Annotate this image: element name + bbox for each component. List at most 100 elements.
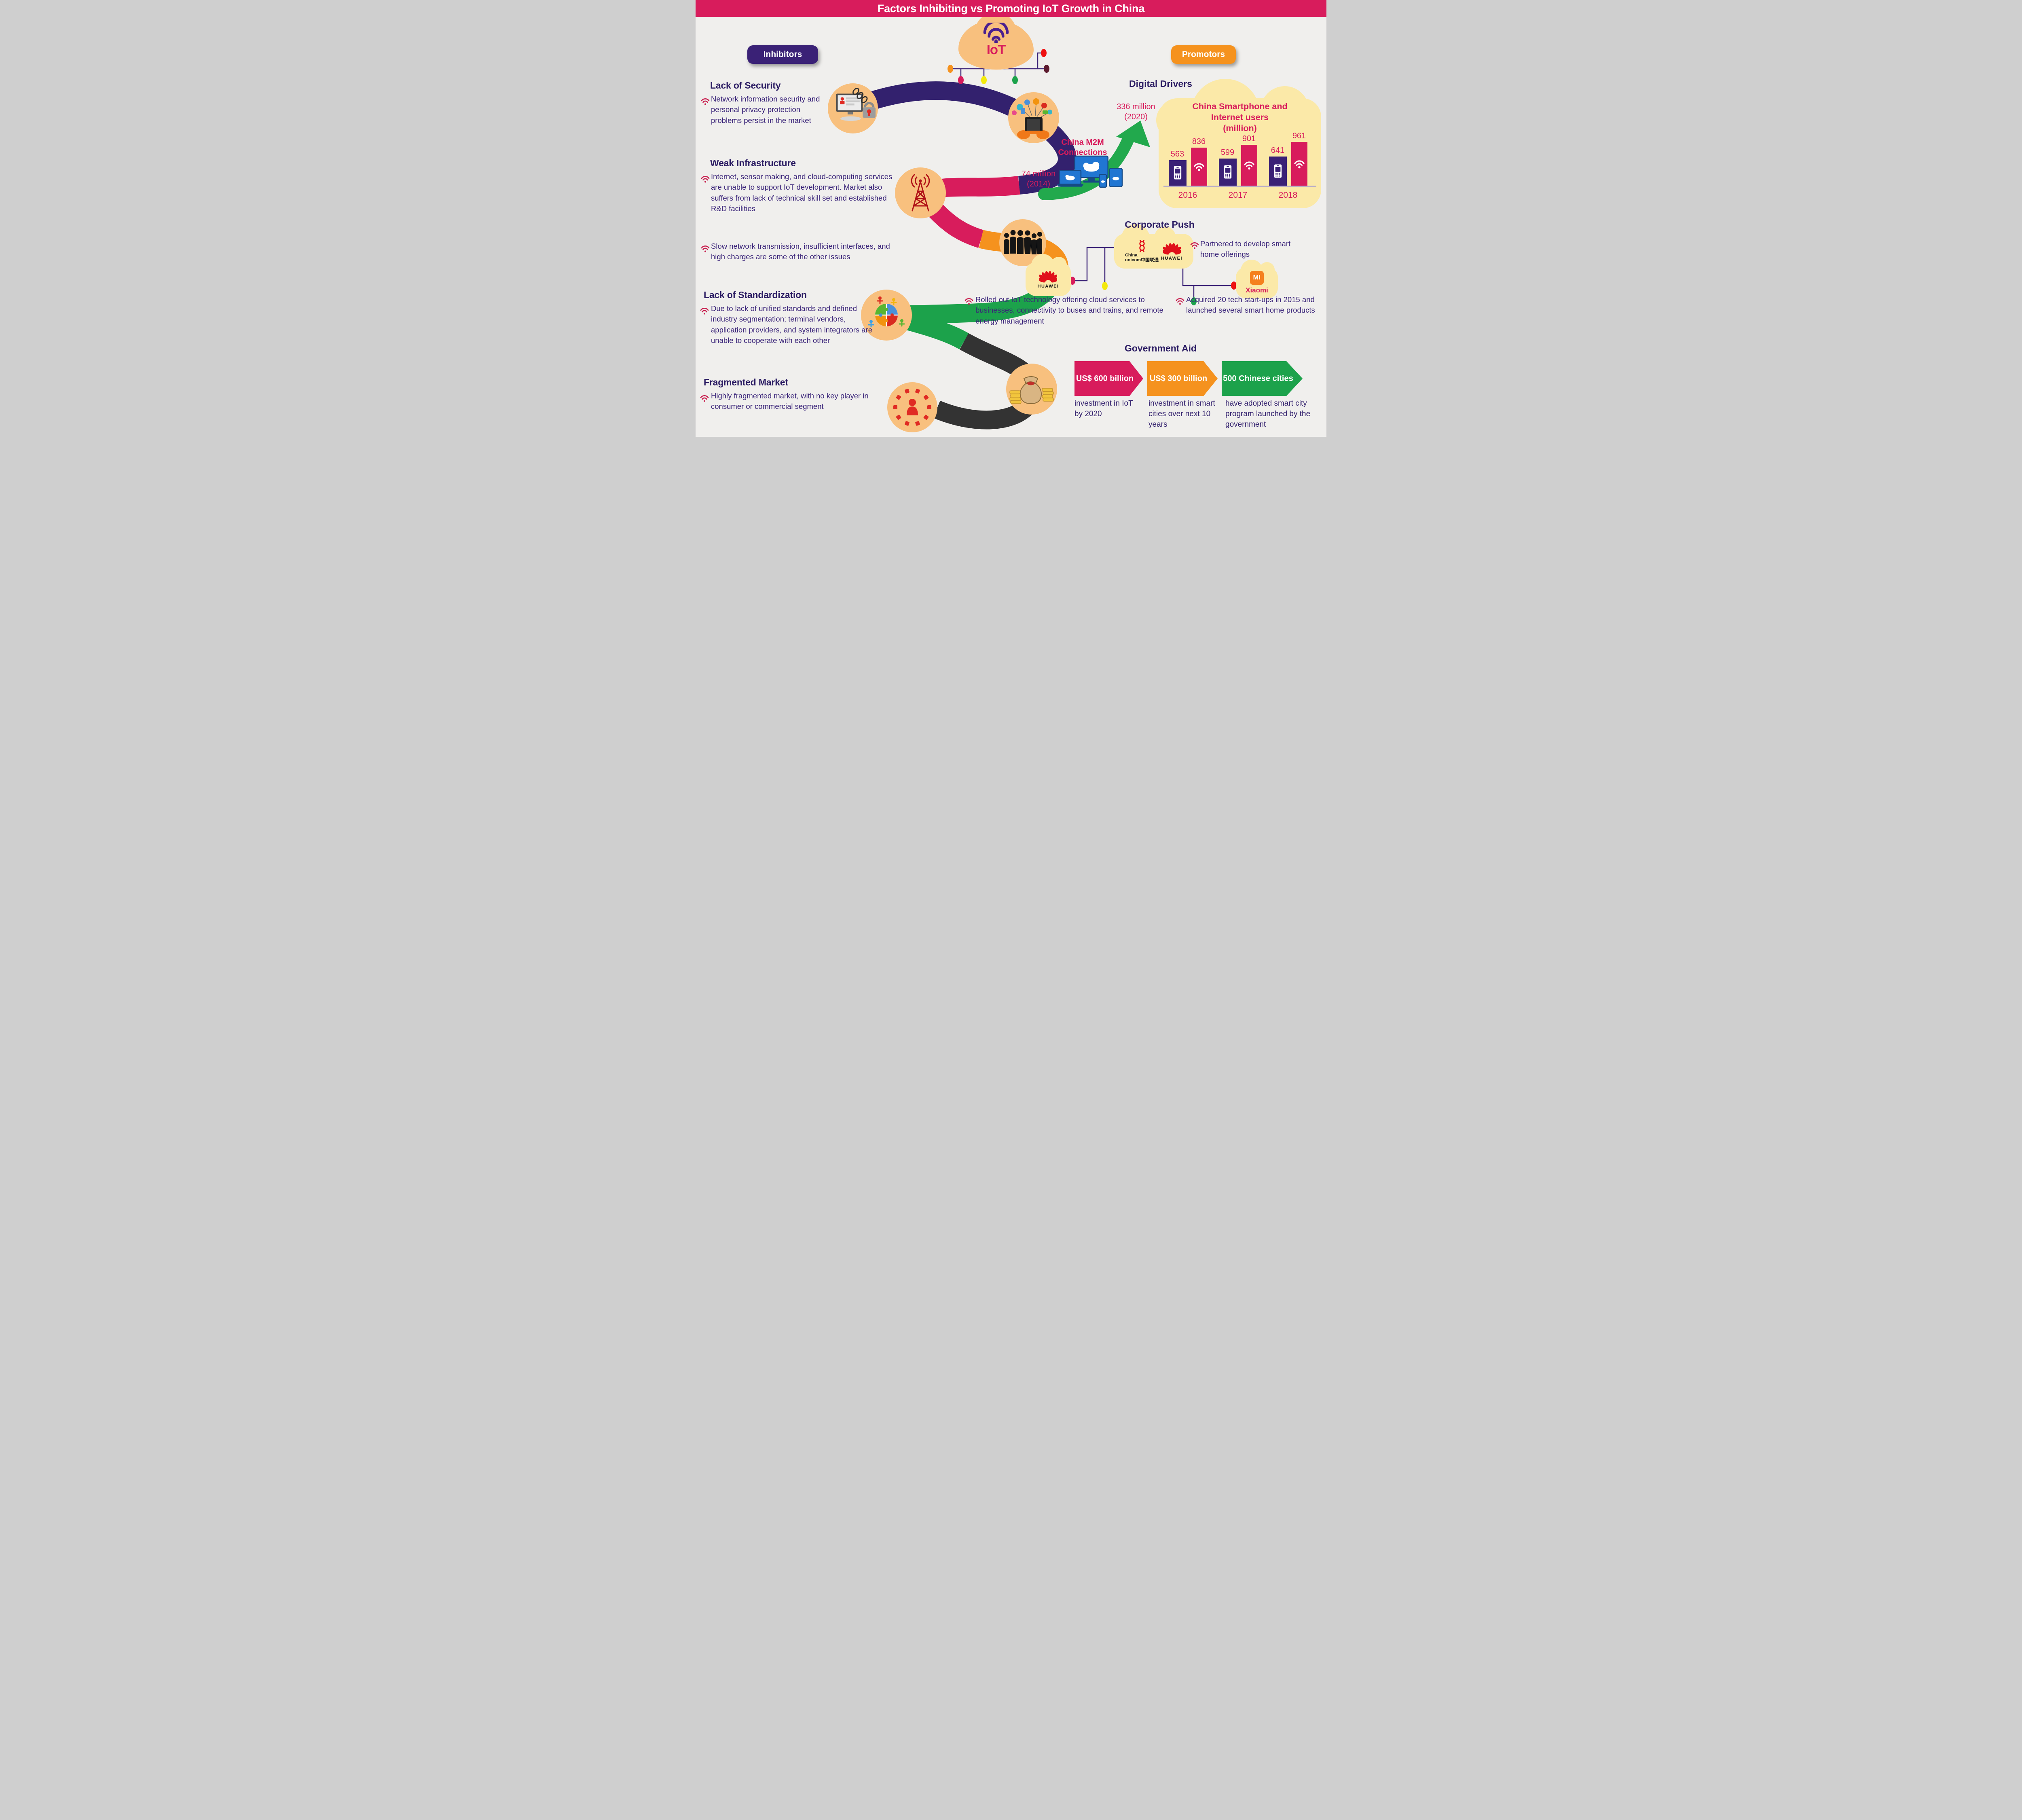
huawei-logo-icon [1039,271,1057,283]
section-body-security: Network information security and persona… [711,95,820,125]
chart-baseline [1163,186,1316,187]
title-bar: Factors Inhibiting vs Promoting IoT Grow… [696,0,1326,17]
huawei-cloud: HUAWEI [1026,254,1071,296]
bar-value: 836 [1192,137,1206,146]
gov-arrow-300-billion: US$ 300 billion [1147,361,1218,396]
bar-group-2017: 599 901 2017 [1217,134,1259,200]
section-heading-fragmented: Fragmented Market [704,377,788,387]
cloud-devices-icon [1057,155,1123,188]
internet-bar: 901 [1241,134,1257,186]
node-dot-red [1041,49,1047,57]
bullet-rolled-out: Rolled out IoT technology offering cloud… [975,295,1163,325]
unicom-huawei-cloud: China unicom中国联通 HUAWEI [1114,224,1193,269]
infrastructure-circle [895,167,946,218]
bar-value: 961 [1292,131,1306,140]
wifi-bullet-icon [700,395,709,402]
node-dot-pink [958,76,964,84]
digital-drivers-heading: Digital Drivers [1129,78,1192,89]
connector-dot-green [1191,297,1197,305]
promotors-badge-label: Promotors [1182,50,1225,59]
section-heading-standardization: Lack of Standardization [704,290,807,300]
m2m-2020-year: (2020) [1124,112,1148,121]
wifi-bullet-icon [701,245,710,252]
connector-dot-pink [1070,277,1075,285]
wifi-icon [1193,163,1204,171]
xiaomi-mi-logo: MI [1250,271,1264,285]
section-body-standardization: Due to lack of unified standards and def… [711,304,872,345]
puzzle-teamwork-icon [868,296,905,328]
bar-value: 641 [1271,146,1285,155]
promotors-badge: Promotors [1171,45,1236,64]
wifi-bullet-icon [1176,298,1184,305]
huawei-wordmark: HUAWEI [1037,284,1059,289]
digital-brain-circle [1008,92,1059,143]
bar-value: 599 [1220,148,1235,157]
connector-dot-yellow [1102,282,1108,290]
wifi-bullet-icon [700,308,709,315]
gov-caption-600-billion: investment in IoT by 2020 [1074,399,1133,419]
bar-group-2018: 641 961 2018 [1267,131,1309,200]
internet-bar: 961 [1291,131,1307,186]
crowd-icon [1004,230,1042,254]
community-icon [893,389,931,426]
connector-dot-red [1231,281,1237,290]
iot-label: IoT [986,42,1006,57]
internet-bar: 836 [1191,137,1207,186]
m2m-2014-number: 74 million [1021,169,1056,178]
wifi-bullet-icon [1190,242,1199,249]
huawei-wordmark: HUAWEI [1161,256,1183,261]
corporate-connectors [1070,247,1237,305]
phone-icon [1224,165,1231,179]
unicom-wordmark-en: China [1125,253,1138,258]
bar-year-label: 2018 [1278,190,1298,200]
bullet-partnered: Partnered to develop smart home offering… [1200,239,1291,259]
m2m-2020-number: 336 million [1117,102,1155,111]
node-dot-maroon [1044,65,1049,73]
wifi-bullet-icon [701,98,710,105]
smartphone-internet-chart: China Smartphone and Internet users (mil… [1156,79,1321,208]
wifi-bullet-icon [964,298,973,305]
bullet-acquired: Acquired 20 tech start-ups in 2015 and l… [1186,295,1315,315]
fragmented-market-circle [887,382,937,432]
bar-year-label: 2017 [1228,190,1248,200]
node-dot-orange [948,65,953,73]
inhibitors-badge-label: Inhibitors [763,50,802,59]
security-circle [828,83,878,133]
phone-icon [1174,166,1181,180]
node-dot-green [1012,76,1018,84]
infographic-canvas: Factors Inhibiting vs Promoting IoT Grow… [696,0,1326,437]
huawei-logo-icon [1163,243,1181,255]
section-body-network: Slow network transmission, insufficient … [711,242,890,261]
wifi-icon [1294,160,1305,169]
smartphone-bar: 563 [1168,150,1187,186]
money-bag-icon [1009,376,1054,404]
iot-network-lines [948,49,1049,84]
radio-tower-icon [911,174,930,212]
node-dot-yellow [981,76,987,84]
m2m-2014-value: 74 million (2014) [1010,169,1067,189]
section-heading-security: Lack of Security [710,80,781,91]
m2m-2020-value: 336 million (2020) [1106,102,1166,122]
smartphone-bar: 641 [1269,146,1287,186]
bar-value: 901 [1242,134,1256,143]
inhibitors-badge: Inhibitors [747,45,818,64]
gov-caption-500-cities: have adopted smart city program launched… [1225,399,1311,429]
bar-value: 563 [1170,149,1184,159]
chart-title: China Smartphone and Internet users (mil… [1192,102,1288,133]
m2m-2014-year: (2014) [1027,180,1050,188]
smartphone-bar: 599 [1218,148,1237,186]
gov-arrow-600-billion: US$ 600 billion [1074,361,1143,396]
iot-cloud: IoT [958,12,1034,70]
section-body-fragmented: Highly fragmented market, with no key pl… [711,392,869,411]
gov-arrow-500-cities: 500 Chinese cities [1222,361,1303,396]
money-circle [1006,364,1057,415]
page-title: Factors Inhibiting vs Promoting IoT Grow… [877,2,1145,15]
corporate-push-heading: Corporate Push [1125,219,1195,230]
section-body-infrastructure: Internet, sensor making, and cloud-compu… [711,172,893,213]
xiaomi-wordmark: Xiaomi [1246,286,1268,294]
wifi-icon [1244,161,1254,170]
gov-caption-300-billion: investment in smart cities over next 10 … [1148,399,1215,429]
section-heading-infrastructure: Weak Infrastructure [710,158,796,168]
